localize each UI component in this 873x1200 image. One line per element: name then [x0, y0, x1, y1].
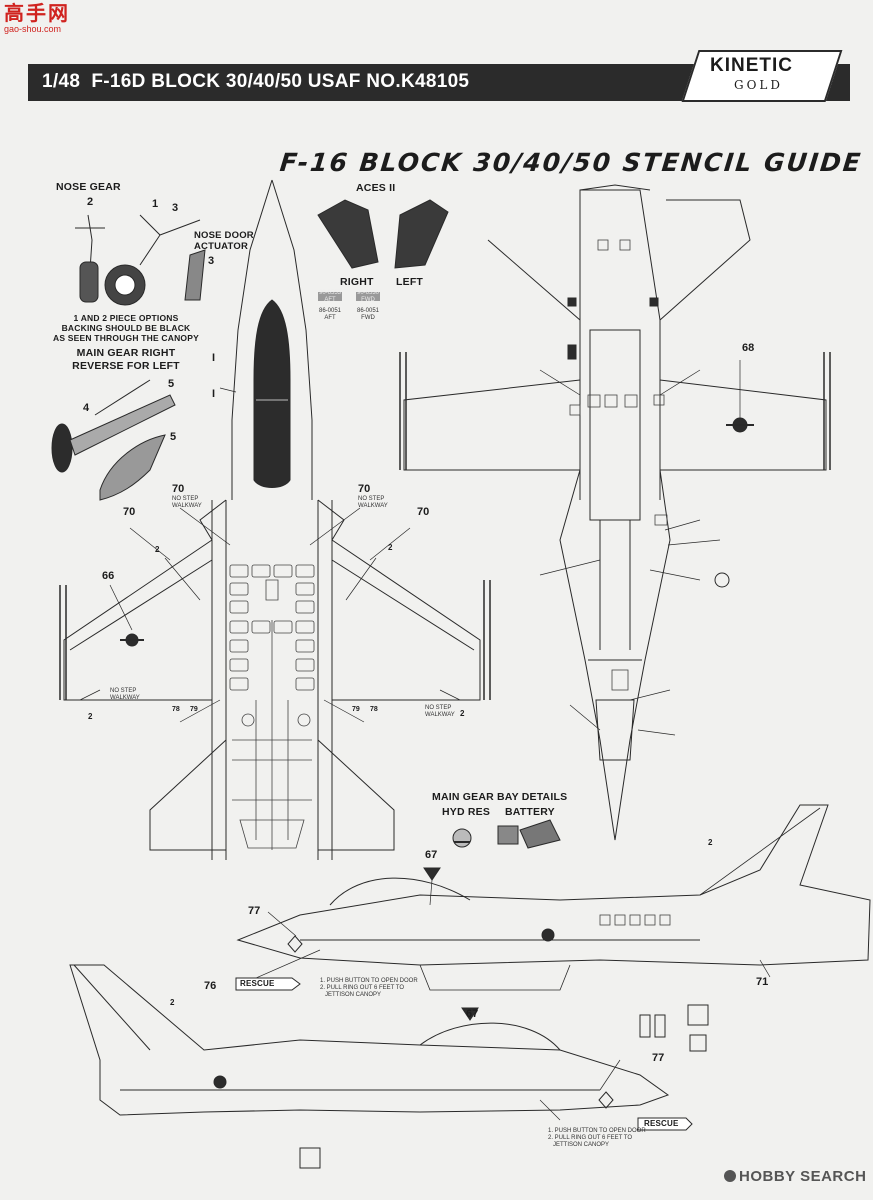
aces-tag-2: 90-6530 FWD: [356, 290, 380, 303]
side-view-upper: [235, 804, 871, 991]
callout-70-b: 70: [358, 483, 371, 495]
callout-78-a: 78: [172, 706, 180, 713]
callout-2-a: 2: [155, 545, 160, 554]
header-title: 1/48 F-16D BLOCK 30/40/50 USAF NO.K48105: [42, 71, 470, 92]
nose-gear-sketch: [75, 214, 206, 306]
callout-67-a: 67: [425, 849, 438, 861]
hobby-search-text: HOBBY SEARCH: [739, 1168, 867, 1185]
main-gear-sketch: [51, 379, 176, 501]
aces-title: ACES II: [356, 182, 396, 194]
callout-70-c: 70: [123, 506, 136, 518]
main-gear-title: MAIN GEAR RIGHT REVERSE FOR LEFT: [72, 347, 180, 372]
nose-door-actuator-label: NOSE DOOR ACTUATOR: [194, 230, 254, 252]
rescue-note-b: 1. PUSH BUTTON TO OPEN DOOR 2. PULL RING…: [548, 1128, 646, 1148]
rescue-label-a: RESCUE: [240, 979, 275, 988]
aces-seats: [317, 199, 449, 301]
brand-logo: KINETIC GOLD: [681, 42, 843, 102]
aces-tag-1: 90-6553 AFT: [318, 290, 342, 303]
brand-sub: GOLD: [734, 78, 784, 92]
nose-gear-note: 1 AND 2 PIECE OPTIONS BACKING SHOULD BE …: [53, 313, 199, 343]
site-logo-url: gao-shou.com: [4, 24, 62, 34]
callout-71: 71: [756, 976, 769, 988]
main-gear-callout-5b: 5: [170, 431, 177, 443]
callout-2-c: 2: [88, 712, 93, 721]
hobby-search-mark: HOBBY SEARCH: [724, 1168, 866, 1185]
main-gear-callout-4: 4: [83, 402, 90, 414]
aces-tag-3: 86-0051 AFT: [318, 308, 342, 321]
aces-right-label: RIGHT: [340, 276, 374, 288]
aces-tag-4: 86-0051 FWD: [356, 308, 380, 321]
gear-bay-hyd-label: HYD RES: [442, 806, 491, 818]
gear-bay-sketches: [452, 819, 561, 849]
no-step-d: NO STEP: [425, 705, 452, 711]
callout-77-b: 77: [652, 1052, 665, 1064]
callout-77-a: 77: [248, 905, 261, 917]
main-gear-callout-5a: 5: [168, 378, 175, 390]
gear-bay-title: MAIN GEAR BAY DETAILS: [432, 791, 568, 803]
top-view-aircraft: [59, 179, 491, 860]
callout-79-a: 79: [190, 706, 198, 713]
rescue-note-a: 1. PUSH BUTTON TO OPEN DOOR 2. PULL RING…: [320, 978, 418, 998]
walkway-b: WALKWAY: [358, 503, 388, 509]
callout-70-a: 70: [172, 483, 185, 495]
nose-gear-callout-1: 1: [152, 198, 159, 210]
callout-76: 76: [204, 980, 217, 992]
nose-gear-title: NOSE GEAR: [56, 181, 121, 193]
nose-gear-callout-2: 2: [87, 196, 94, 208]
no-step-b: NO STEP: [358, 496, 385, 502]
callout-70-d: 70: [417, 506, 430, 518]
callout-79-b: 79: [352, 706, 360, 713]
no-step-c: NO STEP: [110, 688, 137, 694]
aces-left-label: LEFT: [396, 276, 424, 288]
gear-bay-battery-label: BATTERY: [505, 806, 555, 818]
bottom-view-aircraft: [399, 184, 831, 841]
side-view-lower: [69, 964, 709, 1169]
site-logo-chinese: 高手网: [4, 1, 70, 25]
callout-66: 66: [102, 570, 115, 582]
walkway-d: WALKWAY: [425, 712, 455, 718]
callout-2-b: 2: [388, 543, 393, 552]
hobby-search-logo-icon: [724, 1170, 736, 1182]
nose-gear-callout-3: 3: [172, 202, 179, 214]
callout-2-e: 2: [170, 998, 175, 1007]
nose-door-callout-3: 3: [208, 255, 215, 267]
walkway-c: WALKWAY: [110, 695, 140, 701]
callout-I-a: I: [212, 352, 216, 364]
callout-68: 68: [742, 342, 755, 354]
brand-name: KINETIC: [710, 55, 793, 76]
callout-I-b: I: [212, 388, 216, 400]
callout-2-d: 2: [460, 709, 465, 718]
callout-67-b: 67: [466, 1008, 479, 1020]
no-step-a: NO STEP: [172, 496, 199, 502]
callout-78-b: 78: [370, 706, 378, 713]
walkway-a: WALKWAY: [172, 503, 202, 509]
site-logo: 高手网 gao-shou.com: [4, 2, 74, 40]
rescue-label-b: RESCUE: [644, 1119, 679, 1128]
callout-2-f: 2: [708, 838, 713, 847]
